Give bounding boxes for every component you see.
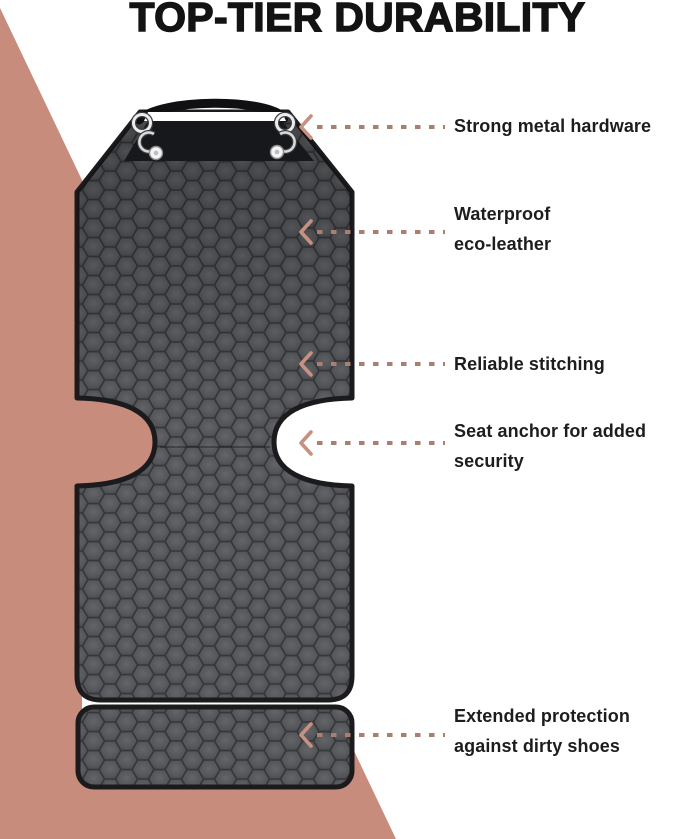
- arrow-left-icon: [299, 219, 445, 245]
- leather-top-panel: [124, 121, 314, 161]
- mat-top-shading: [77, 112, 352, 700]
- arrow-left-icon: [299, 351, 445, 377]
- snap-button-left-icon: [148, 145, 164, 161]
- panel-white-trim: [144, 112, 286, 121]
- callout-waterproof-eco-leather: Waterproof eco-leather: [454, 204, 552, 254]
- arrow-left-icon: [299, 114, 445, 140]
- arrow-left-icon: [299, 722, 445, 748]
- arrow-left-icon: [299, 430, 445, 456]
- snap-button-right-icon: [269, 144, 285, 160]
- page-title: TOP-TIER DURABILITY: [129, 0, 586, 41]
- metal-hardware: [130, 111, 298, 161]
- callout-reliable-stitching: Reliable stitching: [454, 354, 605, 374]
- mat-bottom-flap: [75, 704, 355, 790]
- callout-seat-anchor: Seat anchor for added security: [454, 421, 647, 471]
- callout-extended-protection: Extended protection against dirty shoes: [454, 706, 630, 756]
- callout-strong-metal-hardware: Strong metal hardware: [454, 116, 652, 136]
